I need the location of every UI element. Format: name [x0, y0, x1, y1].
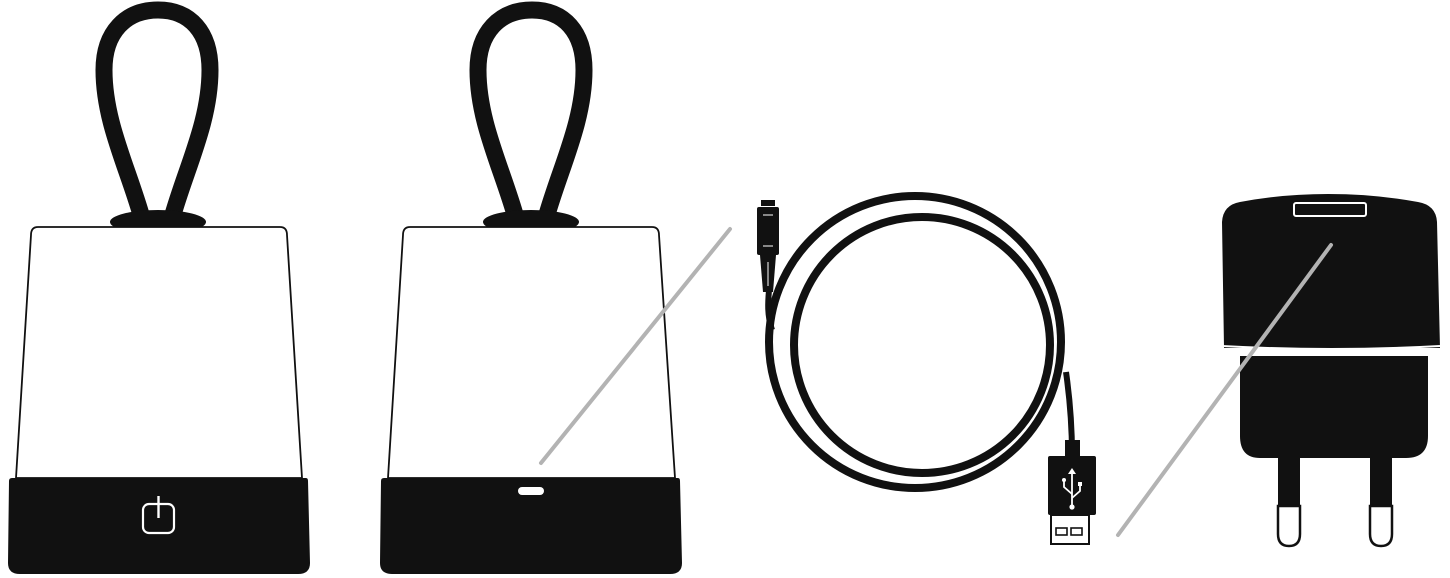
cable-coil-inner	[790, 213, 1054, 477]
lamp-diffuser	[15, 226, 303, 479]
power-button-icon[interactable]	[141, 496, 176, 535]
usb-a-connector	[1048, 440, 1096, 545]
lamp-back	[380, 1, 682, 574]
plug-icon	[1276, 458, 1394, 548]
charger-body-top	[1222, 194, 1440, 348]
lamp-base	[380, 478, 682, 574]
usb-port-icon	[1293, 202, 1367, 217]
lamp-strap	[95, 1, 219, 234]
cable-coil-outer	[765, 192, 1065, 492]
micro-usb-connector	[757, 200, 779, 292]
usb-cable	[757, 192, 1096, 545]
usb-icon	[1062, 468, 1082, 510]
lamp-strap	[469, 1, 593, 234]
lamp-base	[8, 478, 310, 574]
charging-port-icon	[518, 487, 544, 495]
leader-line-lamp-to-cable	[539, 227, 732, 465]
lamp-front	[8, 1, 310, 574]
leader-line-cable-to-charger	[1116, 243, 1333, 537]
wall-charger	[1221, 194, 1441, 548]
charger-body-bottom	[1240, 356, 1428, 458]
